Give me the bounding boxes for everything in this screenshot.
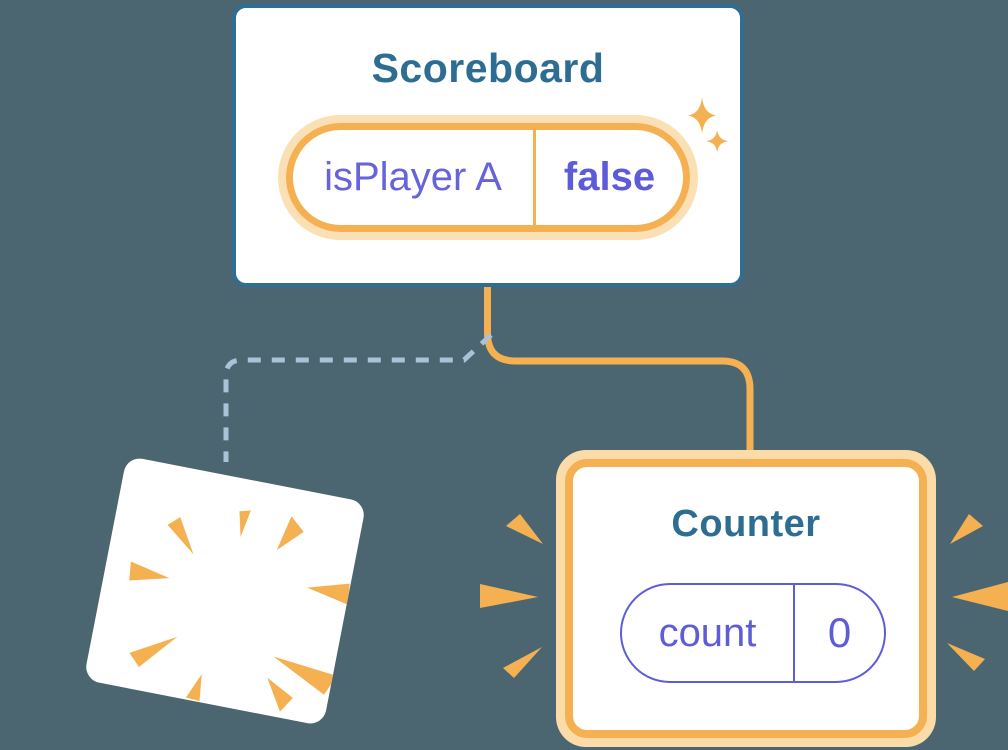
poof-ray: [129, 636, 178, 667]
burst-ray-icon: [480, 584, 538, 608]
scoreboard-card: Scoreboard isPlayer A false: [232, 4, 744, 287]
poof-ray: [267, 677, 293, 712]
burst-ray-icon: [503, 647, 542, 678]
scoreboard-state-pill: isPlayer A false: [278, 115, 698, 240]
counter-title: Counter: [671, 503, 821, 545]
counter-state-pill: count 0: [620, 583, 886, 683]
burst-ray-icon: [506, 514, 543, 544]
poof-ray: [167, 517, 194, 555]
scoreboard-to-counter-connector: [484, 282, 754, 462]
scoreboard-state-pill-inner: isPlayer A false: [286, 123, 690, 232]
poof-burst-icon: [129, 510, 350, 712]
state-value: false: [563, 155, 656, 199]
state-name: isPlayer A: [293, 130, 536, 225]
scoreboard-title: Scoreboard: [371, 45, 605, 91]
removed-component-card: [83, 455, 367, 727]
burst-ray-icon: [952, 582, 1008, 611]
poof-ray: [276, 516, 304, 551]
poof-ray: [307, 583, 350, 605]
poof-ray: [273, 656, 337, 695]
poof-ray: [239, 510, 251, 537]
burst-ray-icon: [947, 643, 985, 671]
state-value: 0: [827, 609, 852, 656]
counter-card: Counter count 0: [556, 450, 936, 747]
scoreboard-to-removed-connector-dashed: [223, 333, 493, 462]
counter-card-inner: Counter count 0: [565, 459, 927, 738]
poof-ray: [185, 674, 202, 702]
poof-ray: [129, 561, 170, 581]
state-name: count: [622, 585, 795, 681]
burst-ray-icon: [950, 514, 983, 544]
